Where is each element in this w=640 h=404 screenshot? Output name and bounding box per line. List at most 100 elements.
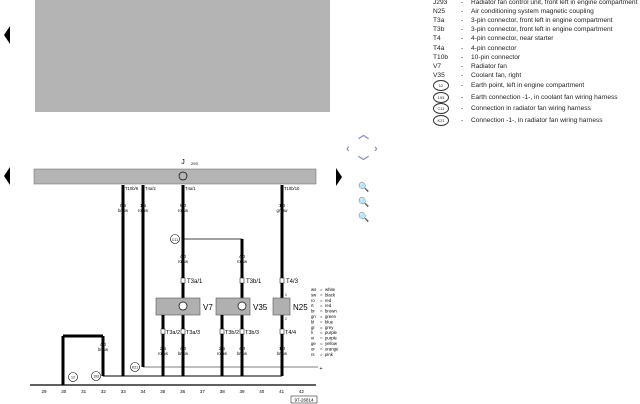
- color-code: vi: [311, 336, 314, 341]
- wire-label: 4,0: [239, 346, 246, 351]
- earth-symbol-icon: 12: [433, 80, 449, 92]
- component-v7: [155, 297, 201, 316]
- plus-label: +: [320, 366, 323, 372]
- pin-number: 1: [285, 293, 287, 297]
- column-number: 41: [279, 389, 285, 394]
- column-number: 34: [140, 389, 146, 394]
- connector-icon: [239, 277, 245, 284]
- column-number: 37: [200, 389, 206, 394]
- legend-item: T10b-10-pin connector: [433, 53, 637, 62]
- color-code: sw: [311, 292, 317, 297]
- wire-label: 4,0: [180, 346, 187, 351]
- prev-page-arrow-icon[interactable]: [4, 26, 10, 44]
- pan-right-icon[interactable]: ›: [374, 143, 378, 155]
- color-name: orange: [325, 346, 339, 351]
- zoom-fit-icon[interactable]: 🔍: [358, 182, 370, 192]
- color-eq: =: [320, 309, 323, 314]
- wire-label: 2,5: [219, 346, 226, 351]
- column-number: 30: [61, 389, 67, 394]
- zoom-out-icon[interactable]: 🔍: [358, 212, 370, 222]
- color-code: gr: [311, 325, 315, 330]
- wire-label: 4,0: [100, 342, 107, 347]
- color-eq: =: [320, 330, 323, 335]
- legend-code: J293: [433, 0, 448, 7]
- legend-code: T3a: [433, 17, 445, 25]
- color-name: black: [325, 292, 336, 297]
- legend-item: 12-Earth point, left in engine compartme…: [433, 80, 637, 92]
- pan-up-icon[interactable]: ︿: [358, 129, 369, 141]
- legend-dash: -: [461, 0, 464, 7]
- prev-diagram-arrow-icon[interactable]: [4, 167, 10, 185]
- connector-label: T3a/2: [166, 330, 180, 336]
- connector-icon: [219, 328, 225, 335]
- color-code: or: [311, 346, 315, 351]
- earth-symbol-icon: 193: [433, 91, 449, 103]
- wire-label: 1,0: [279, 203, 286, 208]
- column-number: 42: [299, 389, 305, 394]
- column-number: 38: [220, 389, 226, 394]
- legend-dash: -: [461, 62, 464, 70]
- wire-label: 4,0: [180, 254, 187, 259]
- connector-icon: [279, 277, 285, 284]
- earth-193-icon: [91, 371, 101, 381]
- pin-label: T4a/1: [185, 186, 196, 191]
- legend-desc: Connection -1-, in radiator fan wiring h…: [471, 116, 603, 124]
- control-unit-icon: [178, 171, 188, 181]
- legend-item: 193-Earth connection -1-, in coolant fan…: [433, 91, 637, 103]
- color-code: ge: [311, 341, 316, 346]
- color-eq: =: [320, 336, 323, 341]
- color-name: green: [325, 314, 337, 319]
- wire-label: 4,0: [239, 254, 246, 259]
- wire-label: ro/sw: [178, 208, 189, 213]
- pin-number: 2: [285, 317, 287, 321]
- component-n25: [272, 297, 291, 316]
- color-name: purple: [325, 336, 338, 341]
- connector-icon: [279, 328, 285, 335]
- unit-label-sub: 293: [191, 161, 198, 166]
- pin-label: T4a/2: [145, 186, 156, 191]
- legend-dash: -: [461, 26, 464, 34]
- legend-desc: Earth point, left in engine compartment: [471, 82, 585, 90]
- color-name: red: [325, 303, 332, 308]
- connection-k21-icon: [130, 362, 140, 372]
- legend-item: V7-Radiator fan: [433, 62, 637, 71]
- pin-label: T10b/6: [125, 186, 139, 191]
- unit-label: J: [181, 159, 185, 166]
- color-eq: =: [320, 341, 323, 346]
- wire-label: ro/ws: [217, 351, 227, 356]
- next-diagram-arrow-icon[interactable]: [336, 168, 342, 186]
- color-eq: =: [320, 314, 323, 319]
- earth-label: 12: [71, 376, 75, 380]
- color-code: bl: [311, 319, 314, 324]
- column-number: 29: [41, 389, 47, 394]
- column-number: 32: [101, 389, 107, 394]
- fan-motor-icon: [178, 301, 188, 311]
- zoom-in-icon[interactable]: 🔍: [358, 197, 370, 207]
- color-eq: =: [320, 287, 323, 292]
- color-eq: =: [320, 352, 323, 357]
- legend-desc: 4-pin connector: [471, 44, 517, 52]
- connection-c11-icon: [170, 234, 180, 244]
- connector-label: T4/3: [286, 279, 299, 285]
- connector-icon: [239, 328, 245, 335]
- pan-left-icon[interactable]: ‹: [346, 143, 350, 155]
- legend-desc: Coolant fan, right: [471, 71, 522, 79]
- color-code: br: [311, 309, 315, 314]
- component-label: N25: [293, 303, 308, 312]
- legend-dash: -: [461, 35, 464, 43]
- legend-dash: -: [461, 116, 464, 124]
- component-legend: J293-Radiator fan control unit, front le…: [433, 0, 637, 126]
- color-name: pink: [325, 352, 334, 357]
- wire-label: ro/sw: [178, 259, 189, 264]
- component-label: V35: [253, 303, 268, 312]
- legend-desc: Air conditioning system magnetic couplin…: [471, 8, 594, 16]
- legend-dash: -: [461, 17, 464, 25]
- pan-down-icon[interactable]: ﹀: [358, 156, 369, 168]
- legend-code: T4a: [433, 44, 445, 52]
- color-name: blue: [325, 319, 334, 324]
- color-eq: =: [320, 319, 323, 324]
- color-name: grey: [325, 325, 334, 330]
- column-number: 31: [81, 389, 87, 394]
- previous-page-preview: [35, 0, 330, 112]
- connector-label: T4/4: [285, 330, 296, 336]
